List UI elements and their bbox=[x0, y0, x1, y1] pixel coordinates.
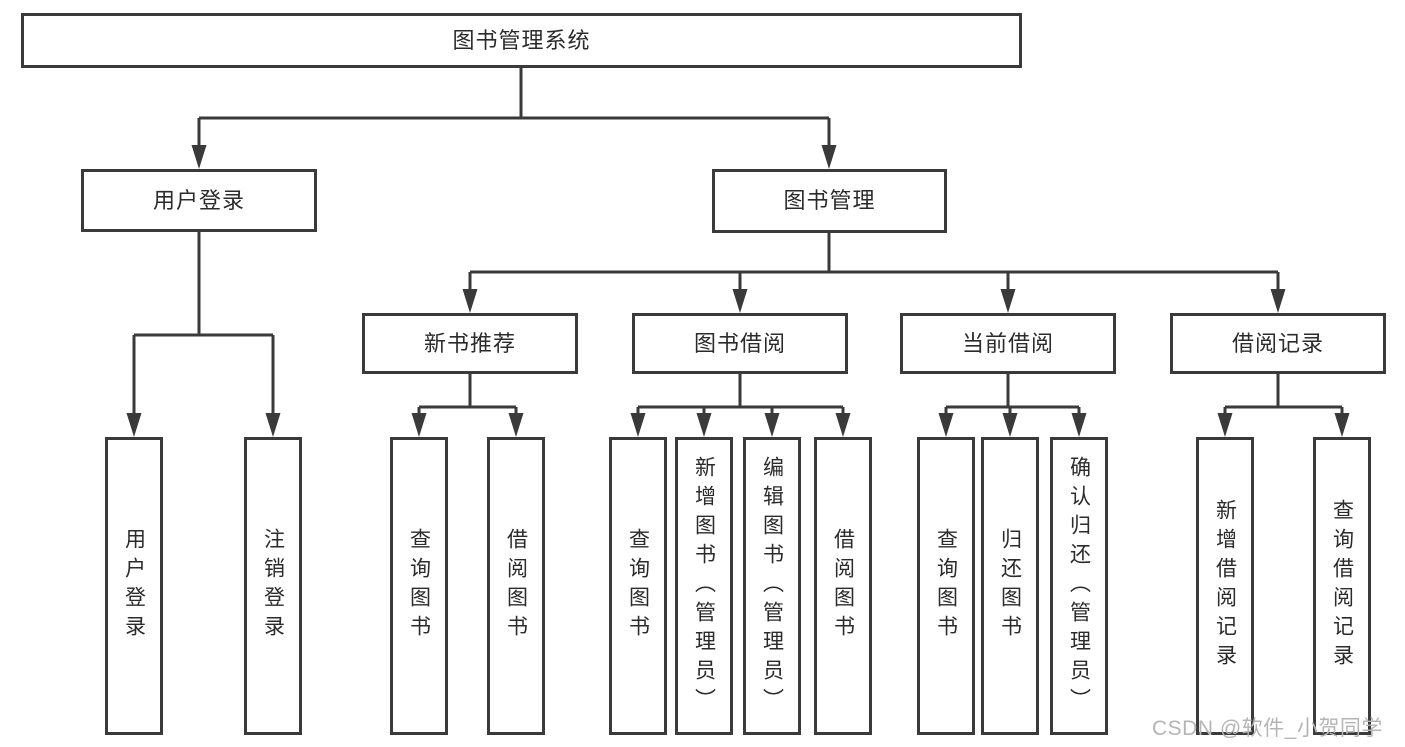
leaf-edit-book-admin: 编辑图书（管理员） bbox=[743, 437, 801, 735]
node-label: 图书管理 bbox=[783, 188, 876, 213]
node-label: 新增图书（管理员） bbox=[692, 455, 716, 717]
node-label: 图书管理系统 bbox=[452, 27, 591, 53]
node-current-borrow: 当前借阅 bbox=[900, 313, 1116, 374]
node-user-login: 用户登录 bbox=[81, 169, 317, 232]
node-label: 借阅图书 bbox=[504, 528, 528, 644]
node-label: 归还图书 bbox=[998, 528, 1022, 644]
node-label: 借阅图书 bbox=[831, 528, 855, 644]
node-label: 用户登录 bbox=[152, 187, 245, 213]
node-label: 用户登录 bbox=[122, 528, 146, 644]
leaf-logout: 注销登录 bbox=[244, 437, 302, 735]
node-label: 借阅记录 bbox=[1231, 330, 1324, 356]
leaf-borrow-book: 借阅图书 bbox=[814, 437, 872, 735]
node-label: 查询图书 bbox=[934, 528, 958, 644]
node-label: 当前借阅 bbox=[961, 330, 1054, 356]
node-label: 确认归还（管理员） bbox=[1067, 455, 1091, 717]
arrowheads bbox=[126, 145, 1350, 437]
node-label: 查询借阅记录 bbox=[1330, 499, 1354, 673]
node-new-book-recommend: 新书推荐 bbox=[362, 313, 578, 374]
node-label: 图书借阅 bbox=[693, 330, 786, 356]
leaf-query-book-current: 查询图书 bbox=[917, 437, 975, 735]
leaf-return-book: 归还图书 bbox=[981, 437, 1039, 735]
node-book-borrow: 图书借阅 bbox=[632, 313, 848, 374]
node-library-management-system: 图书管理系统 bbox=[21, 13, 1022, 68]
leaf-add-borrow-record: 新增借阅记录 bbox=[1196, 437, 1254, 735]
node-label: 编辑图书（管理员） bbox=[760, 455, 784, 717]
leaf-query-borrow-record: 查询借阅记录 bbox=[1313, 437, 1371, 735]
node-label: 注销登录 bbox=[261, 528, 285, 644]
leaf-query-book-borrow: 查询图书 bbox=[609, 437, 667, 735]
node-label: 新书推荐 bbox=[423, 330, 516, 356]
leaf-confirm-return-admin: 确认归还（管理员） bbox=[1050, 437, 1108, 735]
node-label: 查询图书 bbox=[626, 528, 650, 644]
node-label: 新增借阅记录 bbox=[1213, 499, 1237, 673]
leaf-query-book-recommend: 查询图书 bbox=[390, 437, 448, 735]
node-label: 查询图书 bbox=[407, 528, 431, 644]
csdn-watermark: CSDN @软件_小贺同学 bbox=[1152, 717, 1383, 740]
leaf-borrow-book-recommend: 借阅图书 bbox=[487, 437, 545, 735]
node-borrow-records: 借阅记录 bbox=[1170, 313, 1386, 374]
leaf-add-book-admin: 新增图书（管理员） bbox=[675, 437, 733, 735]
leaf-user-login: 用户登录 bbox=[105, 437, 163, 735]
node-book-management: 图书管理 bbox=[712, 169, 947, 233]
